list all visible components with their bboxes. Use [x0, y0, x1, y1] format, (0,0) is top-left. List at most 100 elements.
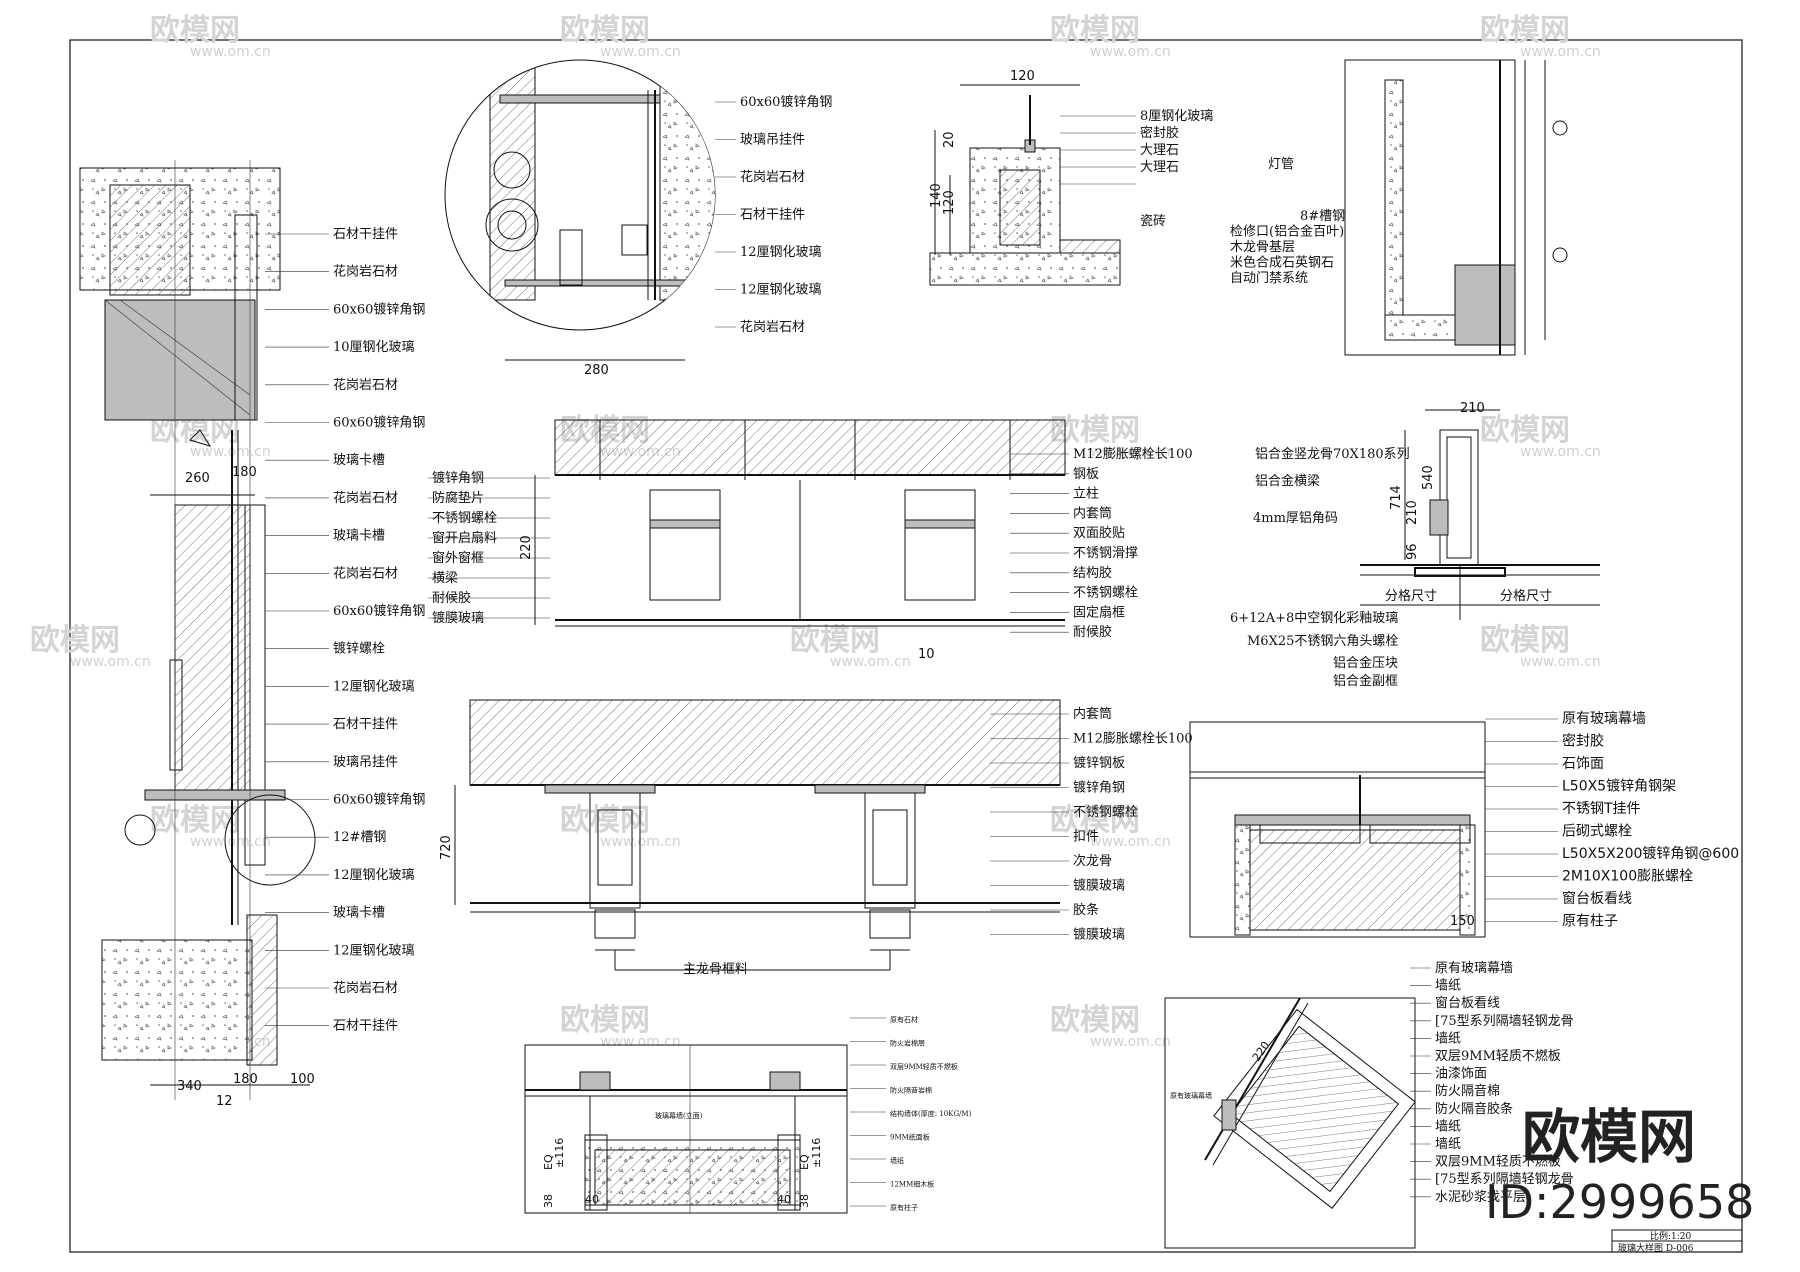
cn-label-2: 窗台板看线	[1435, 995, 1500, 1011]
watermark-site-16: www.om.cn	[1090, 1034, 1171, 1050]
ws-right-label-0: M12膨胀螺栓长100	[1073, 447, 1193, 462]
watermark-brand-13: 欧模网	[1050, 803, 1140, 838]
brand-badge: 欧模网	[1522, 1103, 1696, 1171]
md-label-2: 4mm厚铝角码	[1253, 511, 1338, 526]
curtain-wall-section-detail	[454, 699, 1061, 971]
watermark-brand-16: 欧模网	[1050, 1003, 1140, 1038]
cn-label-6: 油漆饰面	[1435, 1066, 1487, 1082]
vs-label-12: 12厘钢化玻璃	[333, 679, 415, 694]
sd-label-0: 8厘钢化玻璃	[1140, 109, 1213, 124]
plan-center-note: 玻璃幕墙(立面)	[655, 1111, 703, 1120]
dim-210-top: 210	[1460, 401, 1485, 416]
watermark-brand-11: 欧模网	[150, 803, 240, 838]
cl-label-5: 后砌式螺栓	[1562, 824, 1632, 840]
watermark-site-2: www.om.cn	[1090, 44, 1171, 60]
vs-label-17: 12厘钢化玻璃	[333, 868, 415, 883]
grid-size-right: 分格尺寸	[1500, 588, 1552, 604]
sill-detail	[929, 84, 1121, 286]
cl-label-4: 不锈钢T挂件	[1562, 801, 1641, 817]
watermark-layer: 欧模网www.om.cn欧模网www.om.cn欧模网www.om.cn欧模网w…	[30, 13, 1601, 1050]
cd-label-3: 石材干挂件	[740, 208, 805, 223]
watermark-brand-2: 欧模网	[1050, 13, 1140, 48]
ws-right-label-6: 结构胶	[1073, 565, 1112, 581]
pd-label-8: 原有柱子	[890, 1203, 918, 1212]
vs-label-16: 12#槽钢	[333, 830, 386, 845]
cn-label-0: 原有玻璃幕墙	[1435, 961, 1513, 976]
watermark-site-9: www.om.cn	[830, 654, 911, 670]
id-badge: ID:2999658	[1485, 1175, 1754, 1229]
grid-size-left: 分格尺寸	[1385, 588, 1437, 604]
watermark-site-4: www.om.cn	[190, 444, 271, 460]
pd-label-4: 结构墙体(厚度: 10KG/M)	[890, 1109, 972, 1118]
column-detail-labels: 原有玻璃幕墙密封胶石饰面L50X5镀锌角钢架不锈钢T挂件后砌式螺栓L50X5X2…	[1485, 710, 1739, 930]
circle-detail-labels: 60x60镀锌角钢玻璃吊挂件花岗岩石材石材干挂件12厘钢化玻璃12厘钢化玻璃花岗…	[715, 94, 832, 335]
drawing-title: 玻璃大样图 D-006	[1618, 1242, 1694, 1254]
dim-40-right: 40	[777, 1193, 791, 1206]
ws-right-label-4: 双面胶贴	[1073, 525, 1125, 541]
mullion-detail-labels: 铝合金竖龙骨70X180系列铝合金横梁4mm厚铝角码6+12A+8中空钢化彩釉玻…	[1230, 446, 1410, 689]
cs-label-4: 不锈钢螺栓	[1073, 805, 1138, 820]
pd-label-7: 12MM细木板	[890, 1180, 934, 1189]
dd-label-3: 木龙骨基层	[1230, 240, 1295, 255]
pd-label-1: 防火岩棉层	[890, 1039, 925, 1048]
vs-label-15: 60x60镀锌角钢	[333, 792, 425, 808]
cn-label-5: 双层9MM轻质不燃板	[1435, 1048, 1561, 1064]
ws-right-label-8: 固定扇框	[1073, 604, 1125, 620]
cn-label-3: [75型系列隔墙轻钢龙骨	[1435, 1014, 1574, 1029]
cn-label-9: 墙纸	[1435, 1119, 1461, 1134]
cn-label-10: 墙纸	[1435, 1137, 1461, 1152]
plan-dims: ±116 ±116 38 40 EQ EQ 38 40	[542, 1138, 823, 1208]
cn-label-4: 墙纸	[1435, 1031, 1461, 1046]
sd-label-4: 瓷砖	[1140, 214, 1166, 229]
watermark-brand-9: 欧模网	[790, 623, 880, 658]
dim-280: 280	[584, 363, 609, 378]
cs-label-0: 内套筒	[1073, 706, 1112, 722]
dim-120-side: 120	[942, 190, 957, 215]
watermark-site-7: www.om.cn	[1520, 444, 1601, 460]
ws-left-label-5: 横梁	[432, 571, 458, 586]
watermark-site-15: www.om.cn	[600, 1034, 681, 1050]
dd-label-4: 米色合成石英钢石	[1230, 255, 1334, 271]
cl-label-3: L50X5镀锌角钢架	[1562, 778, 1676, 795]
dim-pm116-right: ±116	[810, 1138, 823, 1168]
vs-label-5: 60x60镀锌角钢	[333, 415, 425, 431]
vertical-section-detail	[79, 160, 316, 1100]
vs-label-21: 石材干挂件	[333, 1019, 398, 1034]
watermark-brand-15: 欧模网	[560, 1003, 650, 1038]
cs-label-1: M12膨胀螺栓长100	[1073, 732, 1193, 747]
cl-label-0: 原有玻璃幕墙	[1562, 710, 1646, 727]
door-head-detail	[1344, 59, 1568, 356]
watermark-brand-8: 欧模网	[30, 623, 120, 658]
curtain-section-labels: 内套筒M12膨胀螺栓长100镀锌钢板镀锌角钢不锈钢螺栓扣件次龙骨镀膜玻璃胶条镀膜…	[990, 706, 1193, 943]
cd-label-5: 12厘钢化玻璃	[740, 283, 822, 298]
window-section-labels: 镀锌角钢防腐垫片不锈钢螺栓窗开启扇料窗外窗框横梁耐候胶镀膜玻璃M12膨胀螺栓长1…	[428, 447, 1193, 640]
dim-140: 140	[929, 183, 944, 208]
cs-label-9: 镀膜玻璃	[1073, 927, 1125, 943]
vs-label-6: 玻璃卡槽	[333, 453, 385, 468]
dim-260: 260	[185, 471, 210, 486]
watermark-brand-7: 欧模网	[1480, 413, 1570, 448]
circle-hanger-detail	[444, 59, 716, 361]
watermark-site-11: www.om.cn	[190, 834, 271, 850]
watermark-brand-3: 欧模网	[1480, 13, 1570, 48]
corner-side-note: 原有玻璃幕墙	[1170, 1091, 1212, 1100]
dd-label-0: 灯管	[1268, 157, 1294, 172]
watermark-site-10: www.om.cn	[1520, 654, 1601, 670]
dim-38-left: 38	[542, 1194, 555, 1208]
dim-pm116-left: ±116	[553, 1138, 566, 1168]
cn-label-13: 水泥砂浆找平层	[1435, 1190, 1526, 1205]
dim-150: 150	[1450, 914, 1475, 929]
watermark-brand-1: 欧模网	[560, 13, 650, 48]
cl-label-6: L50X5X200镀锌角钢@600	[1562, 845, 1739, 862]
dim-540: 540	[1421, 465, 1436, 490]
dim-180-bottom: 180	[233, 1072, 258, 1087]
dim-10: 10	[918, 647, 935, 662]
dim-714: 714	[1389, 485, 1404, 510]
md-label-3: 6+12A+8中空钢化彩釉玻璃	[1230, 611, 1398, 626]
drawing-border	[69, 39, 1743, 1253]
md-label-1: 铝合金横梁	[1255, 473, 1320, 489]
cd-label-1: 玻璃吊挂件	[740, 133, 805, 148]
cd-label-6: 花岗岩石材	[740, 319, 805, 335]
